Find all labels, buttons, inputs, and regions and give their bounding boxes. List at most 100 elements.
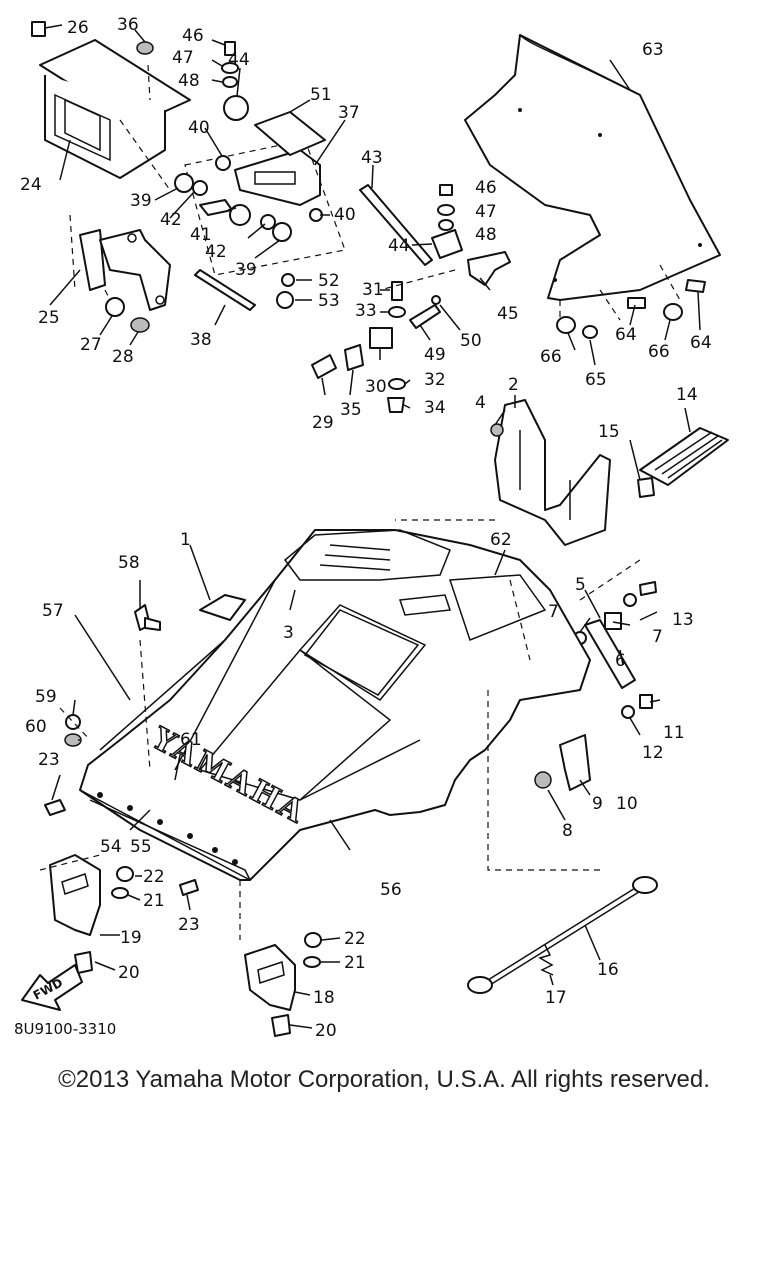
glove-box: [39, 39, 191, 179]
callout-17: 17: [545, 988, 567, 1008]
step-14: [637, 427, 729, 498]
nut-8: [534, 771, 552, 789]
callout-12: 12: [642, 743, 664, 763]
callout-19: 19: [120, 928, 142, 948]
callout-14: 14: [676, 385, 698, 405]
copyright-notice: ©2013 Yamaha Motor Corporation, U.S.A. A…: [58, 1066, 710, 1093]
callout-55: 55: [130, 837, 152, 857]
callout-22a: 22: [143, 867, 165, 887]
hinge-arm: [573, 581, 657, 719]
callout-66a: 66: [540, 347, 562, 367]
callout-5: 5: [575, 575, 586, 595]
callout-23b: 23: [178, 915, 200, 935]
callout-62: 62: [490, 530, 512, 550]
nut-4: [490, 423, 504, 437]
callout-33: 33: [355, 301, 377, 321]
cable-16: [467, 876, 658, 994]
rod-38: [194, 269, 256, 311]
callout-53: 53: [318, 291, 340, 311]
hinge-19: [49, 854, 101, 974]
callout-10: 10: [616, 794, 638, 814]
callout-20a: 20: [118, 963, 140, 983]
hood: YAMAHA: [79, 529, 591, 881]
callout-4: 4: [475, 393, 486, 413]
callout-36: 36: [117, 15, 139, 35]
hinge-18: [244, 944, 296, 1037]
callout-49: 49: [424, 345, 446, 365]
fastener-58: [134, 604, 161, 631]
screw-23a: [44, 799, 66, 816]
fasteners-windshield: [556, 264, 706, 339]
callout-29: 29: [312, 413, 334, 433]
callout-9: 9: [592, 794, 603, 814]
callout-31: 31: [362, 280, 384, 300]
callout-22b: 22: [344, 929, 366, 949]
fasteners-top: [31, 21, 511, 413]
callout-39a: 39: [130, 191, 152, 211]
callout-41: 41: [190, 225, 212, 245]
callout-37: 37: [338, 103, 360, 123]
callout-18: 18: [313, 988, 335, 1008]
callout-39b: 39: [235, 260, 257, 280]
bracket-25: [79, 229, 171, 311]
callout-52: 52: [318, 271, 340, 291]
callout-65: 65: [585, 370, 607, 390]
callout-11: 11: [663, 723, 685, 743]
callout-63: 63: [642, 40, 664, 60]
callout-23a: 23: [38, 750, 60, 770]
callout-57: 57: [42, 601, 64, 621]
callout-50: 50: [460, 331, 482, 351]
callout-35: 35: [340, 400, 362, 420]
callout-6: 6: [615, 651, 626, 671]
callout-40b: 40: [334, 205, 356, 225]
callout-21a: 21: [143, 891, 165, 911]
callout-45: 45: [497, 304, 519, 324]
callout-13: 13: [672, 610, 694, 630]
callout-60: 60: [25, 717, 47, 737]
callout-7a: 7: [548, 602, 559, 622]
lid-51: [254, 111, 326, 156]
callout-43: 43: [361, 148, 383, 168]
callout-21b: 21: [344, 953, 366, 973]
bracket-9: [559, 734, 591, 791]
callout-64a: 64: [615, 325, 637, 345]
callout-51: 51: [310, 85, 332, 105]
callout-47b: 47: [475, 202, 497, 222]
callout-47a: 47: [172, 48, 194, 68]
callout-38: 38: [190, 330, 212, 350]
callout-7b: 7: [652, 627, 663, 647]
callout-27: 27: [80, 335, 102, 355]
callout-61: 61: [180, 730, 202, 750]
callouts: 1 2 3 4 5 6 7 7 8 9 10 11 12 13 14 15 16…: [20, 15, 712, 1041]
leader-lines: [44, 24, 701, 1029]
callout-48a: 48: [178, 71, 200, 91]
callout-26: 26: [67, 18, 89, 38]
callout-34: 34: [424, 398, 446, 418]
callout-54: 54: [100, 837, 122, 857]
callout-24: 24: [20, 175, 42, 195]
reference-lines: [39, 64, 641, 940]
callout-20b: 20: [315, 1021, 337, 1041]
callout-8: 8: [562, 821, 573, 841]
callout-32: 32: [424, 370, 446, 390]
callout-46b: 46: [475, 178, 497, 198]
callout-64b: 64: [690, 333, 712, 353]
callout-28: 28: [112, 347, 134, 367]
callout-42a: 42: [160, 210, 182, 230]
callout-44a: 44: [228, 50, 250, 70]
callout-2: 2: [508, 375, 519, 395]
callout-16: 16: [597, 960, 619, 980]
callout-56: 56: [380, 880, 402, 900]
callout-30: 30: [365, 377, 387, 397]
callout-59: 59: [35, 687, 57, 707]
callout-40a: 40: [188, 118, 210, 138]
fwd-arrow: FWD: [21, 964, 83, 1011]
callout-15: 15: [598, 422, 620, 442]
callout-66b: 66: [648, 342, 670, 362]
drawing-code: 8U9100-3310: [14, 1020, 117, 1038]
bracket-2: [494, 399, 611, 546]
callout-48b: 48: [475, 225, 497, 245]
windshield: [464, 34, 721, 301]
callout-42b: 42: [205, 242, 227, 262]
callout-46a: 46: [182, 26, 204, 46]
